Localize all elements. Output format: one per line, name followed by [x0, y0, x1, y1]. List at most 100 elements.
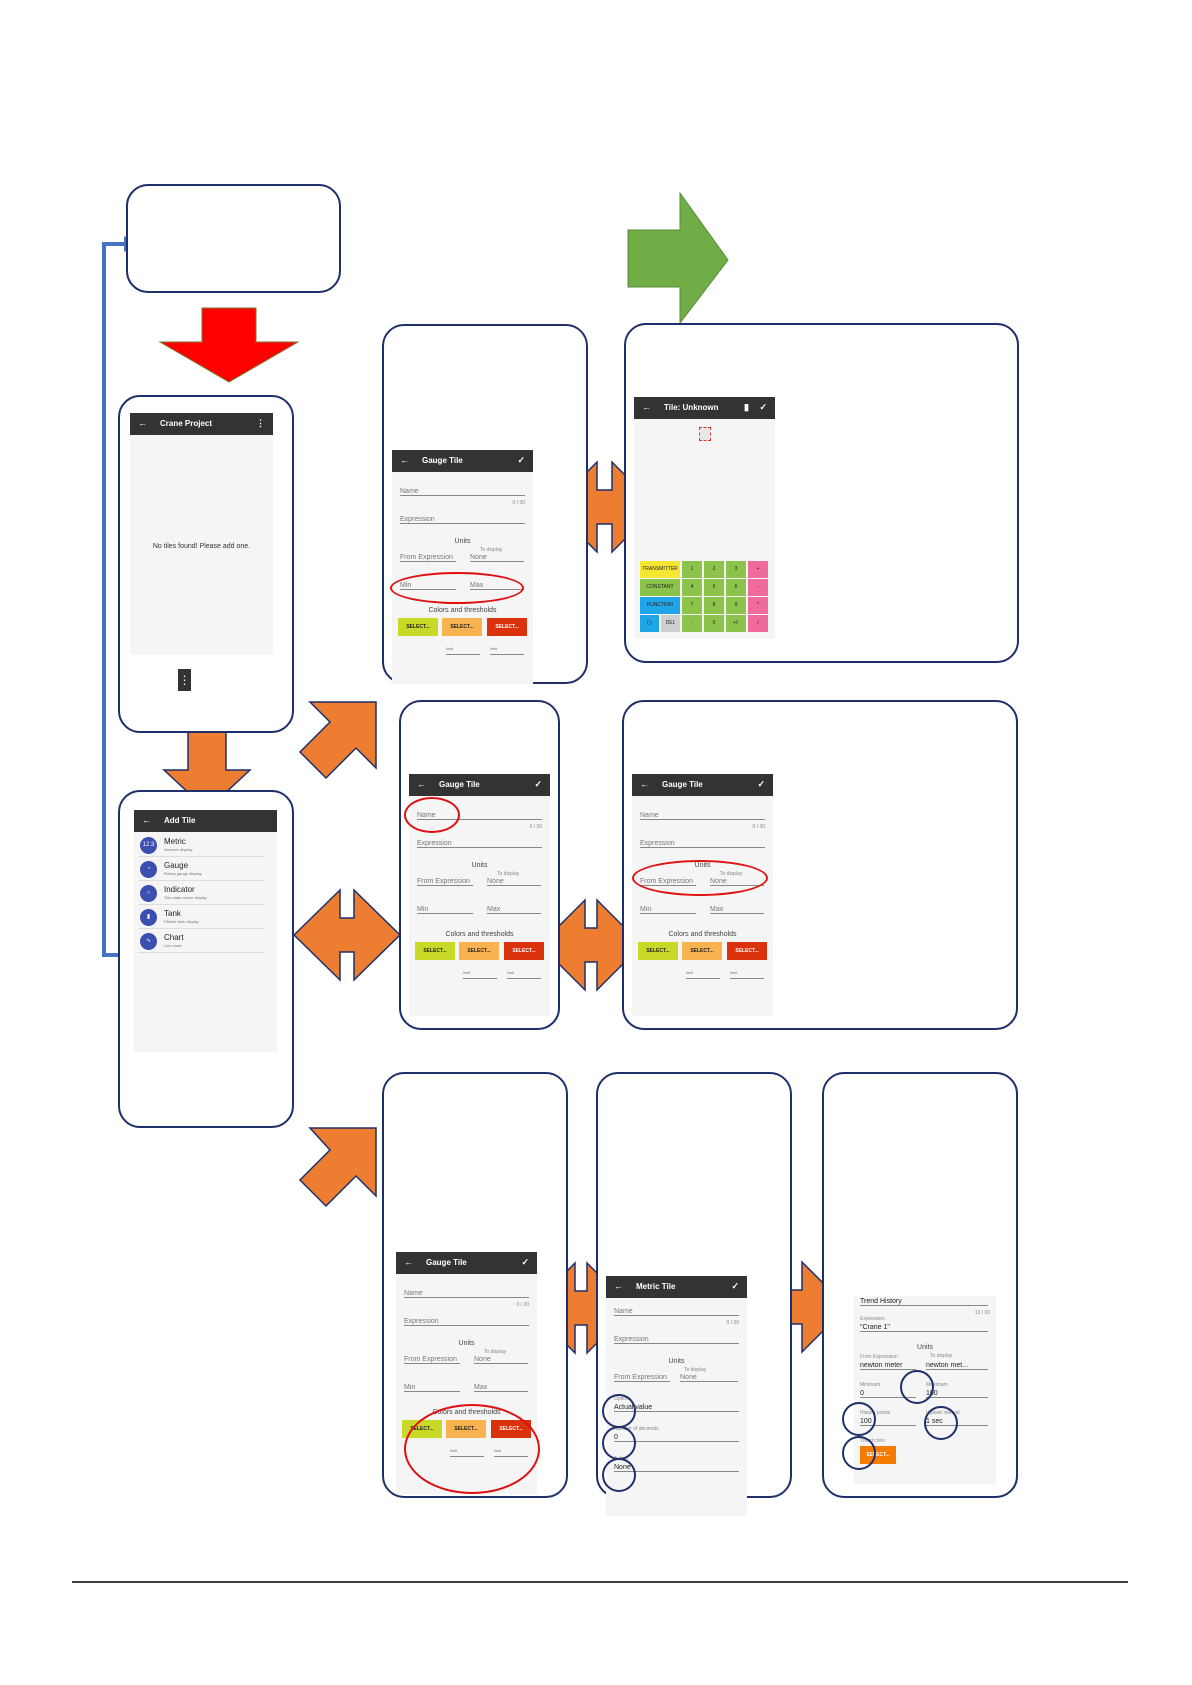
back-icon[interactable]: ← — [404, 1257, 413, 1267]
key-transmitter[interactable]: TRANSMITTER — [640, 561, 680, 578]
back-icon[interactable]: ← — [417, 779, 426, 789]
color-select-1[interactable]: SELECT... — [415, 942, 455, 960]
max-field[interactable]: Max — [710, 906, 764, 914]
key-divide[interactable]: / — [748, 615, 768, 632]
highlight-action — [602, 1458, 636, 1492]
more-vert-icon-large[interactable]: ⋮ — [178, 669, 191, 691]
limit-1[interactable]: limit — [686, 970, 720, 979]
from-expression-field[interactable]: From Expression — [417, 878, 473, 886]
max-field[interactable]: Max — [487, 906, 541, 914]
limit-2[interactable]: limit — [507, 970, 541, 979]
back-icon[interactable]: ← — [142, 815, 151, 825]
units-label: Units — [454, 538, 471, 545]
units-label: Units — [668, 1358, 685, 1365]
gauge-title: Gauge Tile — [439, 780, 480, 789]
check-icon[interactable]: ✓ — [517, 455, 525, 465]
from-select[interactable]: newton meter — [860, 1362, 916, 1370]
max-field[interactable]: Max — [474, 1384, 528, 1392]
key-constant[interactable]: CONSTANT — [640, 579, 680, 596]
color-select-2[interactable]: SELECT... — [442, 618, 482, 636]
key-function[interactable]: FUNCTION — [640, 597, 680, 614]
expression-field[interactable]: Expression — [404, 1318, 529, 1326]
trend-name-field[interactable]: Trend History — [860, 1298, 988, 1306]
add-tile-item-metric[interactable]: 12.3 Metric Numeric display — [138, 834, 264, 857]
min-field[interactable]: Min — [640, 906, 696, 914]
color-select-3[interactable]: SELECT... — [487, 618, 527, 636]
from-expression-field[interactable]: From Expression — [400, 554, 456, 562]
back-icon[interactable]: ← — [400, 455, 409, 465]
expression-cursor[interactable] — [699, 427, 711, 441]
from-expression-field[interactable]: From Expression — [614, 1374, 670, 1382]
key-minus[interactable]: - — [748, 579, 768, 596]
highlight-name — [404, 797, 460, 833]
key-1[interactable]: 1 — [682, 561, 702, 578]
name-field[interactable]: Name — [640, 812, 765, 820]
min-field[interactable]: 0 — [860, 1390, 916, 1398]
back-icon[interactable]: ← — [640, 779, 649, 789]
add-tile-item-chart[interactable]: ∿ Chart Line chart — [138, 930, 264, 953]
min-field[interactable]: Min — [404, 1384, 460, 1392]
color-select-2[interactable]: SELECT... — [682, 942, 722, 960]
name-field[interactable]: Name — [614, 1308, 739, 1316]
key-5[interactable]: 5 — [704, 579, 724, 596]
key-4[interactable]: 4 — [682, 579, 702, 596]
key-parens[interactable]: ( ) — [640, 615, 659, 632]
limit-1[interactable]: limit — [463, 970, 497, 979]
key-3[interactable]: 3 — [726, 561, 746, 578]
add-tile-item-tank[interactable]: ▮ Tank Fillable tank display — [138, 906, 264, 929]
to-display-select[interactable]: None — [474, 1356, 528, 1364]
color-select-1[interactable]: SELECT... — [638, 942, 678, 960]
check-icon[interactable]: ✓ — [757, 779, 765, 789]
limit-2[interactable]: limit — [490, 646, 524, 655]
expression-field[interactable]: Expression — [417, 840, 542, 848]
color-select-1[interactable]: SELECT... — [398, 618, 438, 636]
expression-field[interactable]: "Crane 1" — [860, 1324, 988, 1332]
check-icon[interactable]: ✓ — [521, 1257, 529, 1267]
key-multiply[interactable]: * — [748, 597, 768, 614]
expression-field[interactable]: Expression — [400, 516, 525, 524]
expression-field[interactable]: Expression — [614, 1336, 739, 1344]
name-counter: 0 / 30 — [752, 824, 765, 830]
back-icon[interactable]: ← — [642, 402, 651, 412]
add-tile-item-gauge[interactable]: ◔ Gauge Rotary gauge display — [138, 858, 264, 881]
key-0[interactable]: 0 — [704, 615, 724, 632]
color-select-2[interactable]: SELECT... — [459, 942, 499, 960]
metric-icon: 12.3 — [140, 837, 157, 854]
highlight-minmax — [390, 572, 524, 604]
max-field[interactable]: 100 — [926, 1390, 988, 1398]
highlight-maximum — [900, 1370, 934, 1404]
name-field[interactable]: Name — [400, 488, 525, 496]
key-plus[interactable]: + — [748, 561, 768, 578]
back-icon[interactable]: ← — [138, 418, 147, 428]
key-7[interactable]: 7 — [682, 597, 702, 614]
key-2[interactable]: 2 — [704, 561, 724, 578]
to-display-select[interactable]: None — [487, 878, 541, 886]
key-dot[interactable]: . — [682, 615, 702, 632]
to-select[interactable]: newton met... — [926, 1362, 988, 1370]
name-field[interactable]: Name — [404, 1290, 529, 1298]
more-vert-icon[interactable]: ⋮ — [256, 418, 265, 428]
min-field[interactable]: Min — [417, 906, 473, 914]
check-icon[interactable]: ✓ — [534, 779, 542, 789]
color-select-3[interactable]: SELECT... — [727, 942, 767, 960]
delete-icon[interactable]: ▮ — [744, 402, 749, 412]
key-plusminus[interactable]: +/- — [726, 615, 746, 632]
check-icon[interactable]: ✓ — [731, 1281, 739, 1291]
key-del[interactable]: DEL — [661, 615, 680, 632]
back-icon[interactable]: ← — [614, 1281, 623, 1291]
colors-label: Colors and thresholds — [668, 931, 737, 938]
color-select-3[interactable]: SELECT... — [504, 942, 544, 960]
from-expression-field[interactable]: From Expression — [404, 1356, 460, 1364]
to-display-select[interactable]: None — [680, 1374, 738, 1382]
limit-2[interactable]: limit — [730, 970, 764, 979]
add-tile-box: ← Add Tile 12.3 Metric Numeric display ◔… — [118, 790, 294, 1128]
check-icon[interactable]: ✓ — [759, 402, 767, 412]
gauge-box-units: ←Gauge Tile✓ Name 0 / 30 Expression Unit… — [622, 700, 1018, 1030]
add-tile-item-indicator[interactable]: ○ Indicator Two-state colour display — [138, 882, 264, 905]
to-display-select[interactable]: None — [470, 554, 524, 562]
key-6[interactable]: 6 — [726, 579, 746, 596]
expression-field[interactable]: Expression — [640, 840, 765, 848]
key-8[interactable]: 8 — [704, 597, 724, 614]
key-9[interactable]: 9 — [726, 597, 746, 614]
limit-1[interactable]: limit — [446, 646, 480, 655]
